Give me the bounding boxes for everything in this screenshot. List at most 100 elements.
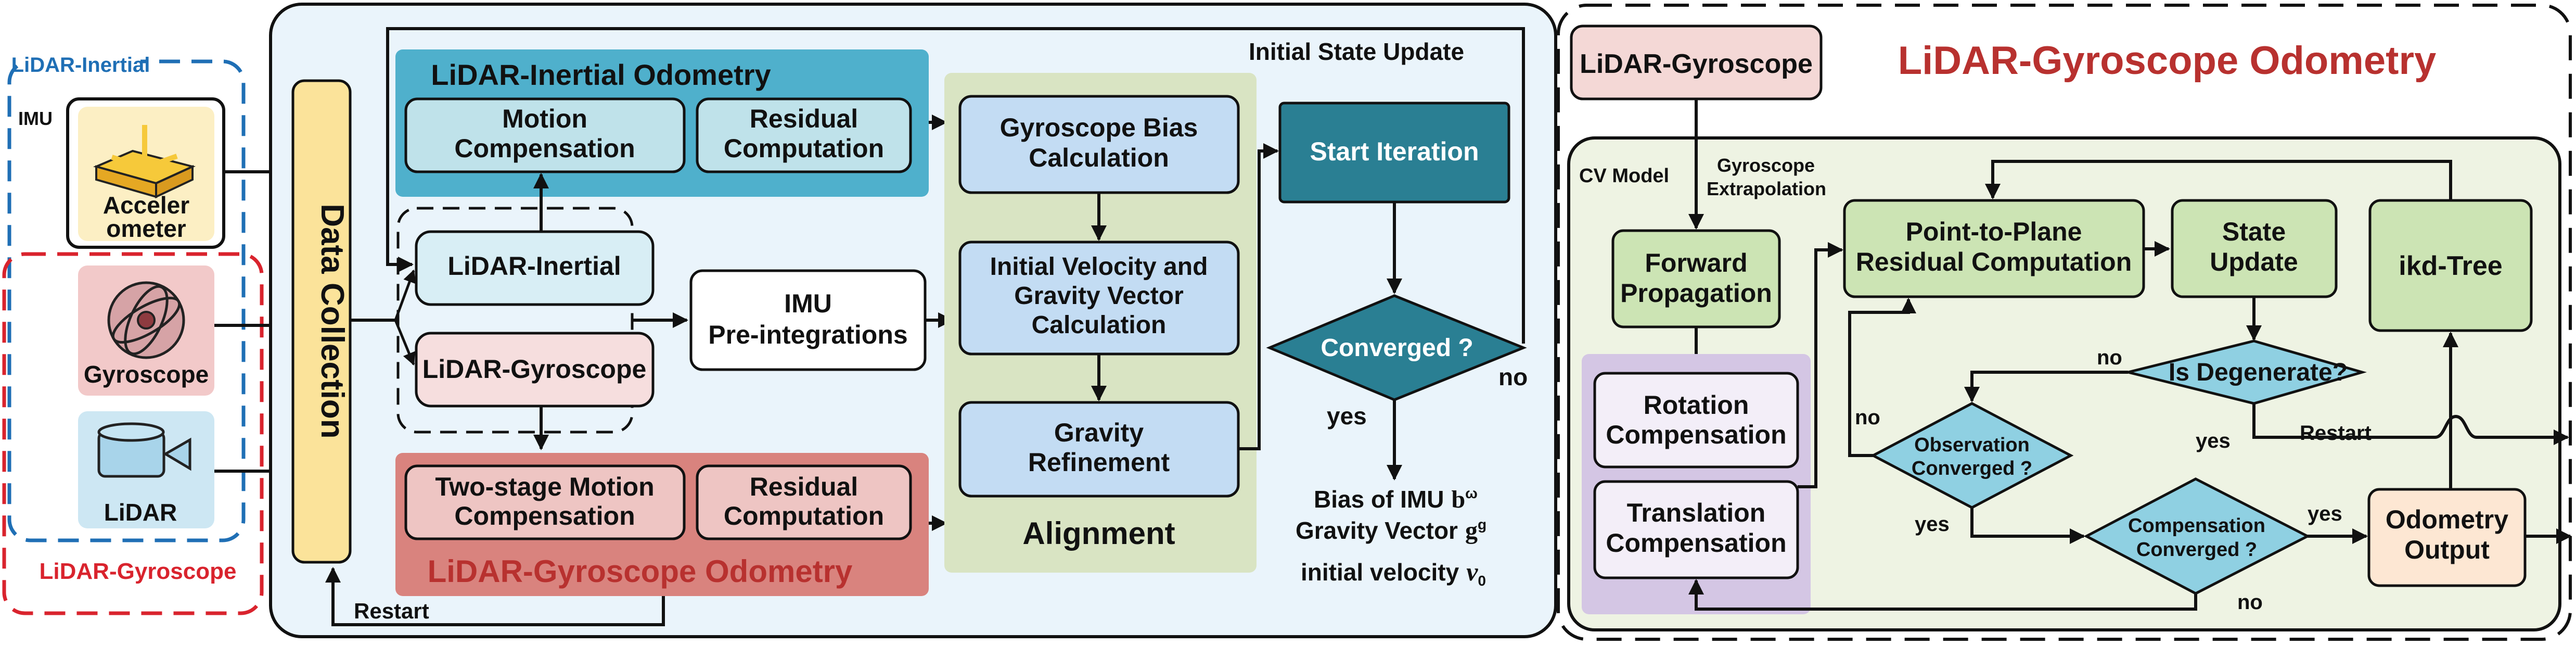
imu-pre-line2: Pre-integrations [708,320,907,349]
gyroscope-label: Gyroscope [84,361,209,388]
init-vel-line2: Gravity Vector [1014,282,1184,310]
odometry-line1: Odometry [2386,505,2508,534]
lgo-residual-line2: Computation [724,501,884,530]
lidar-gyroscope-group-label: LiDAR-Gyroscope [40,559,237,584]
lidar-inertial-group [7,59,246,542]
accelerometer-label-line2: ometer [106,215,186,242]
lio-motion-compensation [404,97,686,173]
lgo-input-label: LiDAR-Gyroscope [1580,49,1813,79]
observation-no-label: no [1855,406,1880,429]
compensation-yes-label: yes [2308,502,2342,525]
converged-yes-label: yes [1327,402,1367,429]
translation-line1: Translation [1627,498,1766,527]
mode-lidar-gyroscope-label: LiDAR-Gyroscope [422,355,647,384]
lgo-motion-line2: Compensation [454,501,635,530]
p2p-line1: Point-to-Plane [1906,217,2082,246]
lio-module: LiDAR-Inertial Odometry Motion Compensat… [395,49,929,197]
translation-compensation [1593,480,1799,579]
compensation-no-label: no [2237,591,2263,614]
restart-arrow [2252,403,2569,445]
mode-lidar-inertial-label: LiDAR-Inertial [447,251,621,281]
gravity-to-iteration-arrow [1238,143,1279,450]
converged-no-label: no [1498,363,1528,390]
observation-no-arrow [1848,298,1916,457]
cv-model-label: CV Model [1579,165,1669,187]
lgo-residual-computation [696,464,912,540]
sensor-section: LiDAR-Inertial LiDAR-Gyroscope IMU Accel… [2,52,292,615]
gravity-line2: Refinement [1028,448,1170,477]
comp-line1: Compensation [2128,515,2265,537]
lio-residual-line1: Residual [750,104,858,133]
lidar-node: LiDAR [78,411,214,528]
gyro-extrap-line1: Gyroscope [1717,155,1815,176]
forward-line2: Propagation [1620,279,1772,308]
converged-label: Converged ? [1321,334,1473,362]
gyro-extrap-line2: Extrapolation [1707,178,1826,199]
imu-label: IMU [18,108,53,129]
lidar-label: LiDAR [104,499,177,526]
accelerometer-icon [93,125,196,199]
p2p-line2: Residual Computation [1856,247,2132,276]
gyro-bias-line2: Calculation [1029,143,1169,172]
data-collection-label: Data Collection [314,204,350,438]
start-iteration-label: Start Iteration [1310,137,1479,166]
gravity-line1: Gravity [1054,418,1144,447]
lidar-inertial-group-label: LiDAR-Inertial [11,54,150,77]
observation-yes-arrow [1970,508,2085,544]
obs-line2: Converged ? [1912,458,2032,479]
lgo-pipeline-title: LiDAR-Gyroscope Odometry [1898,39,2437,83]
gyroscope-icon [107,281,185,359]
translation-to-residual-arrow [1798,242,1843,488]
init-vel-line3: Calculation [1032,311,1167,339]
alignment-module: Gyroscope Bias Calculation Initial Veloc… [944,73,1257,573]
data-to-lio-mode-arrow [394,269,416,321]
odometry-line2: Output [2404,535,2490,564]
degenerate-yes-label: yes [2196,429,2231,452]
init-vel-line1: Initial Velocity and [990,253,1208,281]
is-degenerate-label: Is Degenerate? [2169,359,2348,386]
ikd-to-residual-arrow [1985,160,2452,200]
state-line1: State [2222,217,2286,246]
lgo-motion-line1: Two-stage Motion [435,472,654,501]
lio-residual-computation [696,97,912,173]
lgo-pipeline-panel: LiDAR-Gyroscope Odometry LiDAR-Gyroscope… [1557,4,2572,641]
lio-motion-line1: Motion [502,104,587,133]
state-line2: Update [2210,247,2298,276]
rotation-compensation [1593,372,1799,469]
obs-line1: Observation [1914,434,2030,456]
initial-state-update-arrow [386,27,1525,344]
gyroscope-node: Gyroscope [78,265,214,396]
observation-yes-label: yes [1915,513,1950,536]
gyro-bias-line1: Gyroscope Bias [1000,113,1198,142]
alignment-title: Alignment [1022,516,1175,551]
forward-line1: Forward [1645,248,1747,277]
lgo-residual-line1: Residual [750,472,858,501]
lio-title: LiDAR-Inertial Odometry [431,58,771,91]
compensation-no-arrow [1688,579,2197,611]
data-to-lgo-mode-arrow [394,320,415,366]
lgo-two-stage-motion [404,464,686,540]
lgo-init-module: Two-stage Motion Compensation Residual C… [395,453,929,596]
comp-line2: Converged ? [2136,539,2257,561]
initial-state-update-label: Initial State Update [1249,38,1464,65]
accelerometer-node: Acceler ometer [78,107,214,242]
lio-motion-line2: Compensation [454,134,635,163]
ikd-tree-label: ikd-Tree [2399,251,2502,281]
lgo-init-title: LiDAR-Gyroscope Odometry [428,554,853,589]
restart-left-label: Restart [354,599,429,623]
degenerate-no-label: no [2097,346,2122,369]
translation-line2: Compensation [1606,528,1786,558]
lidar-gyroscope-group [2,252,264,615]
lidar-icon [97,422,191,478]
restart-right-label: Restart [2300,422,2372,445]
restart-left-arrow [325,567,665,626]
rotation-line1: Rotation [1644,390,1749,420]
mode-lidar-inertial [415,230,655,306]
mode-lidar-gyroscope [415,332,655,408]
initialization-panel: Data Collection Restart Initial State Up… [269,3,1557,638]
lio-residual-line2: Computation [724,134,884,163]
